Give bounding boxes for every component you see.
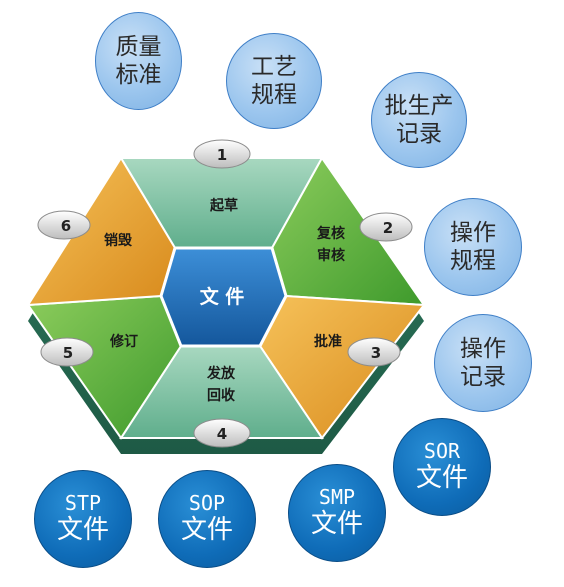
- bubble-operation-procedure: 操作规程: [424, 198, 522, 296]
- bubble-smp-label: 文件: [310, 509, 363, 540]
- bubble-process-procedure: 工艺规程: [226, 33, 322, 129]
- pill-1: [193, 139, 251, 169]
- number-5: 5: [63, 344, 73, 362]
- bubble-operation-record: 操作记录: [434, 314, 532, 412]
- bubble-smp-code: SMP: [318, 484, 356, 509]
- number-2: 2: [383, 219, 393, 237]
- center-label: 文 件: [200, 285, 245, 308]
- bubble-stp-code: STP: [64, 490, 102, 515]
- number-3: 3: [371, 344, 381, 362]
- segment-label-revise: 修订: [109, 333, 138, 350]
- center-hexagon: [159, 246, 288, 348]
- number-6: 6: [61, 217, 71, 235]
- pill-6: [37, 210, 91, 240]
- bubble-sop-label: 文件: [180, 515, 233, 546]
- bubble-batch-record: 批生产记录: [371, 72, 467, 168]
- number-4: 4: [217, 425, 227, 443]
- pill-3: [347, 337, 401, 367]
- number-1: 1: [217, 146, 227, 164]
- pill-5: [40, 337, 94, 367]
- bubble-sor-code: SOR: [423, 438, 461, 463]
- segment-label-destroy: 销毁: [104, 232, 133, 249]
- segment-label-distribute: 发放回收: [206, 365, 236, 404]
- bubble-stp-label: 文件: [56, 515, 109, 546]
- segment-label-approve: 批准: [314, 333, 342, 350]
- pill-2: [359, 212, 413, 242]
- segment-label-draft: 起草: [209, 197, 238, 214]
- segment-label-review: 复核审核: [316, 225, 345, 264]
- bubble-sop-code: SOP: [188, 490, 226, 515]
- bubble-sor-label: 文件: [415, 463, 468, 494]
- bubble-quality-standard: 质量标准: [95, 12, 182, 110]
- pill-4: [193, 418, 251, 448]
